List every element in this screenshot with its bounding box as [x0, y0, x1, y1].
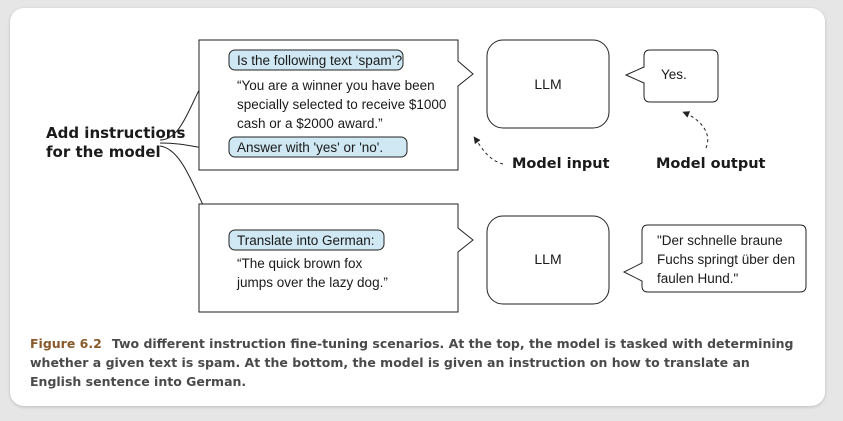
model-output-label: Model output [656, 156, 766, 172]
top-input-line-2: specially selected to receive $1000 [237, 97, 446, 112]
top-llm-label: LLM [534, 76, 561, 92]
bottom-input-line-2: jumps over the lazy dog.” [236, 275, 388, 290]
bottom-instruction-highlight [228, 229, 385, 251]
figure-number: Figure 6.2 [30, 336, 102, 351]
top-input-line-1: “You are a winner you have been [237, 78, 435, 93]
top-answer-instruction: Answer with 'yes' or 'no'. [237, 140, 383, 155]
bottom-output-line-3: faulen Hund." [657, 271, 739, 286]
bottom-output-line-2: Fuchs springt über den [657, 252, 795, 267]
bottom-llm-box [486, 215, 610, 305]
top-instruction-highlight [228, 49, 404, 71]
bottom-output-line-1: "Der schnelle braune [657, 233, 783, 248]
top-output-bubble [624, 49, 719, 103]
top-answer-highlight [228, 136, 408, 158]
top-llm-box [486, 39, 610, 129]
model-input-arrow [473, 136, 504, 165]
model-output-arrow [682, 111, 709, 149]
side-label-line-2: for the model [46, 143, 161, 161]
caption-text: Two different instruction fine-tuning sc… [30, 336, 794, 389]
top-input-line-3: cash or a $2000 award.” [237, 116, 383, 131]
bottom-instruction: Translate into German: [237, 233, 375, 248]
bottom-output-bubble [622, 224, 807, 293]
top-output-text: Yes. [661, 67, 687, 82]
side-label-line-1: Add instructions [46, 124, 185, 142]
bottom-llm-label: LLM [534, 251, 561, 267]
top-instruction: Is the following text ‘spam’? [237, 53, 402, 68]
bottom-input-line-1: “The quick brown fox [237, 256, 363, 271]
model-input-label: Model input [512, 156, 610, 172]
